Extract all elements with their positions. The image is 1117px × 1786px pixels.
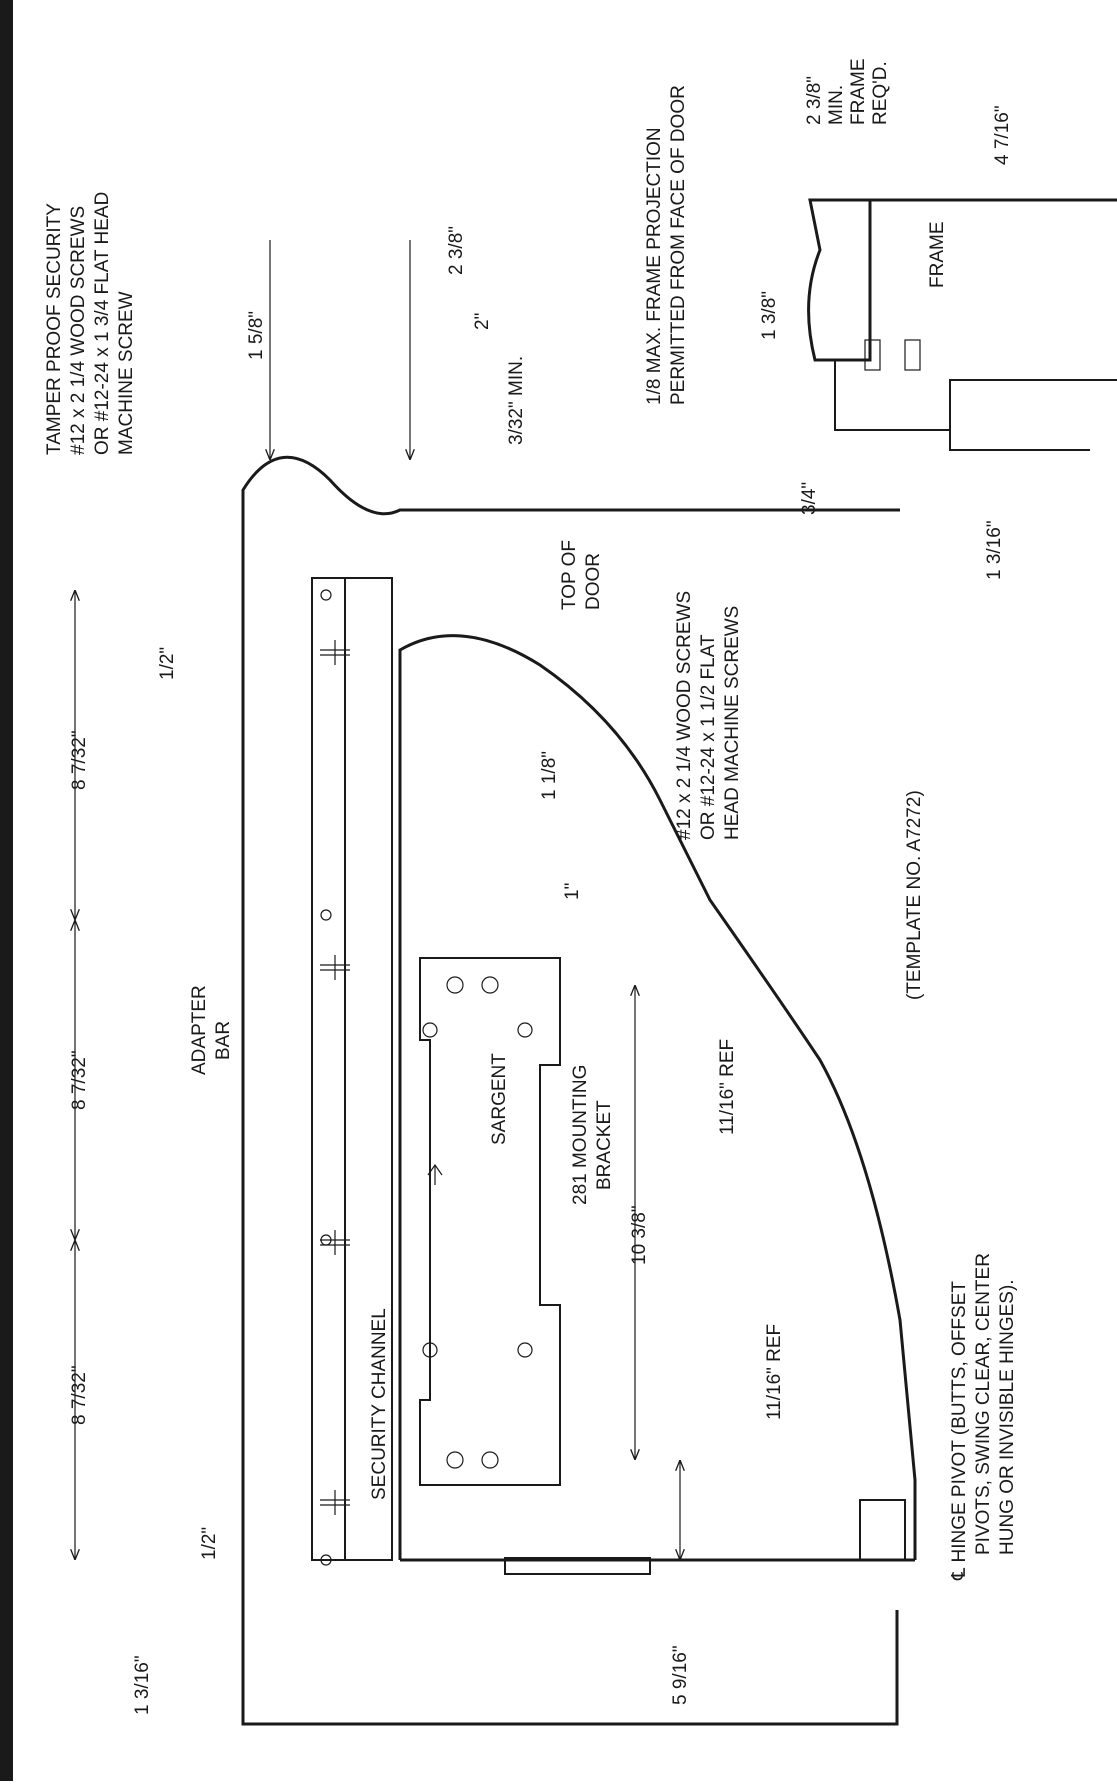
projection-line-1: 1/8 MAX. FRAME PROJECTION — [644, 127, 665, 405]
dim-3-32-min: 3/32" MIN. — [506, 356, 527, 445]
wood-screws-line-3: HEAD MACHINE SCREWS — [722, 606, 743, 840]
projection-line-2: PERMITTED FROM FACE OF DOOR — [668, 85, 689, 405]
dim-1-5-8: 1 5/8" — [246, 311, 267, 360]
dim-5-9-16: 5 9/16" — [670, 1645, 691, 1705]
dim-11-16-ref-b: 11/16" REF — [764, 1324, 785, 1420]
tamper-line-2: #12 x 2 1/4 WOOD SCREWS — [68, 206, 89, 455]
bracket-line-1: 281 MOUNTING — [570, 1065, 591, 1205]
dim-1-3-8: 1 3/8" — [759, 291, 780, 340]
label-security-channel: SECURITY CHANNEL — [369, 1308, 390, 1500]
hinge-line-2: PIVOTS, SWING CLEAR, CENTER — [973, 1253, 994, 1555]
dim-half-a: 1/2" — [157, 647, 178, 680]
hinge-line-3: HUNG OR INVISIBLE HINGES). — [997, 1279, 1018, 1555]
frame-section-detail — [807, 198, 1117, 451]
dim-4-7-16: 4 7/16" — [992, 105, 1013, 165]
min-frame-line-1: 2 3/8" — [804, 76, 825, 125]
dim-half-b: 1/2" — [199, 1527, 220, 1560]
dim-1: 1" — [562, 883, 583, 900]
label-min-frame: 2 3/8" MIN. FRAME REQ'D. — [804, 59, 891, 126]
dim-3-4: 3/4" — [799, 482, 820, 515]
dim-2-3-8: 2 3/8" — [446, 226, 467, 275]
label-adapter-bar: ADAPTER BAR — [189, 985, 234, 1075]
dim-8-7-32-b: 8 7/32" — [69, 1050, 90, 1110]
top-of-door-line-1: TOP OF — [559, 540, 580, 610]
hinge-leaf — [504, 1557, 651, 1575]
dim-1-3-16-bot: 1 3/16" — [132, 1655, 153, 1715]
adapter-screws — [320, 589, 350, 1566]
hinge-line-1: ℄ HINGE PIVOT (BUTTS, OFFSET — [949, 1281, 970, 1581]
adapter-bar — [311, 577, 346, 1561]
dimension-lines — [75, 240, 680, 1560]
label-template: (TEMPLATE NO. A7272) — [904, 790, 925, 1000]
dim-1-3-16-top: 1 3/16" — [984, 520, 1005, 580]
page-border-bar — [0, 0, 13, 1781]
mounting-bracket — [419, 957, 561, 1486]
label-sargent: SARGENT — [489, 1053, 510, 1145]
dim-8-7-32-c: 8 7/32" — [69, 1365, 90, 1425]
label-wood-screws: #12 x 2 1/4 WOOD SCREWS OR #12-24 x 1 1/… — [674, 591, 743, 840]
wood-screws-line-1: #12 x 2 1/4 WOOD SCREWS — [674, 591, 695, 840]
tamper-line-4: MACHINE SCREW — [116, 291, 137, 455]
adapter-bar-line-2: BAR — [213, 1021, 234, 1060]
bracket-line-2: BRACKET — [594, 1100, 615, 1190]
top-of-door-line-2: DOOR — [583, 553, 604, 610]
dim-11-16-ref-a: 11/16" REF — [717, 1039, 738, 1135]
label-mounting-bracket: 281 MOUNTING BRACKET — [570, 1065, 615, 1205]
dim-8-7-32-a: 8 7/32" — [69, 730, 90, 790]
adapter-bar-line-1: ADAPTER — [189, 985, 210, 1075]
dim-10-3-8: 10 3/8" — [629, 1205, 650, 1265]
dim-1-1-8: 1 1/8" — [539, 751, 560, 800]
label-tamper-proof: TAMPER PROOF SECURITY #12 x 2 1/4 WOOD S… — [44, 192, 137, 455]
tamper-line-3: OR #12-24 x 1 3/4 FLAT HEAD — [92, 192, 113, 455]
frame-outline — [241, 455, 900, 1726]
wood-screws-line-2: OR #12-24 x 1 1/2 FLAT — [698, 634, 719, 840]
label-top-of-door: TOP OF DOOR — [559, 540, 604, 610]
door-outline — [398, 634, 917, 1562]
min-frame-line-3: FRAME — [848, 59, 869, 126]
dim-2: 2" — [472, 313, 493, 330]
tamper-line-1: TAMPER PROOF SECURITY — [44, 203, 65, 455]
label-hinge-pivot: ℄ HINGE PIVOT (BUTTS, OFFSET PIVOTS, SWI… — [949, 1253, 1018, 1581]
label-frame-projection: 1/8 MAX. FRAME PROJECTION PERMITTED FROM… — [644, 85, 689, 405]
min-frame-line-2: MIN. — [826, 85, 847, 125]
min-frame-line-4: REQ'D. — [870, 61, 891, 125]
label-frame: FRAME — [927, 222, 948, 289]
